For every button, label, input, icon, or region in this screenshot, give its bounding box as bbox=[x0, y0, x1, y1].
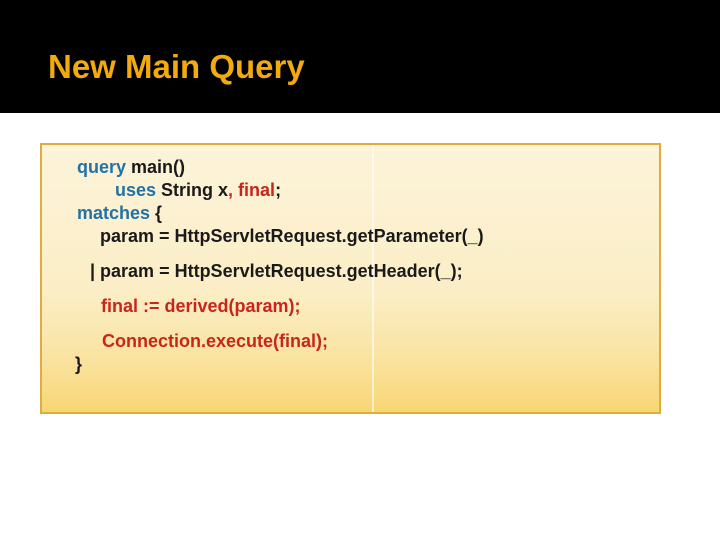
code-line: Connection.execute(final); bbox=[42, 330, 659, 353]
code-line: } bbox=[42, 353, 659, 376]
code-segment-plain: param = HttpServletRequest.getParameter(… bbox=[100, 226, 484, 246]
code-segment-kw: query bbox=[77, 157, 127, 177]
code-line: param = HttpServletRequest.getParameter(… bbox=[42, 225, 659, 248]
code-segment-plain: } bbox=[75, 354, 83, 374]
code-segment-plain: { bbox=[150, 203, 163, 223]
slide-title: New Main Query bbox=[48, 48, 305, 85]
code-segment-plain: | param = HttpServletRequest.getHeader(_… bbox=[90, 261, 463, 281]
code-box: query main()uses String x, final;matches… bbox=[40, 143, 661, 414]
code-line: uses String x, final; bbox=[42, 179, 659, 202]
code-segment-plain: main() bbox=[126, 157, 186, 177]
code-line: final := derived(param); bbox=[42, 295, 659, 318]
code-segment-kw: matches bbox=[77, 203, 151, 223]
code-segment-plain: String x bbox=[156, 180, 229, 200]
code-line: query main() bbox=[42, 156, 659, 179]
code-line: | param = HttpServletRequest.getHeader(_… bbox=[42, 260, 659, 283]
code-line: matches { bbox=[42, 202, 659, 225]
code-segment-kw: uses bbox=[115, 180, 157, 200]
title-bar: New Main Query bbox=[0, 0, 720, 113]
code-segment-red: final := derived(param); bbox=[101, 296, 301, 316]
code-listing: query main()uses String x, final;matches… bbox=[42, 145, 659, 412]
code-segment-red: , final bbox=[228, 180, 276, 200]
slide-body: query main()uses String x, final;matches… bbox=[0, 113, 720, 540]
code-segment-plain: ; bbox=[275, 180, 282, 200]
code-segment-red: Connection.execute(final); bbox=[102, 331, 329, 351]
